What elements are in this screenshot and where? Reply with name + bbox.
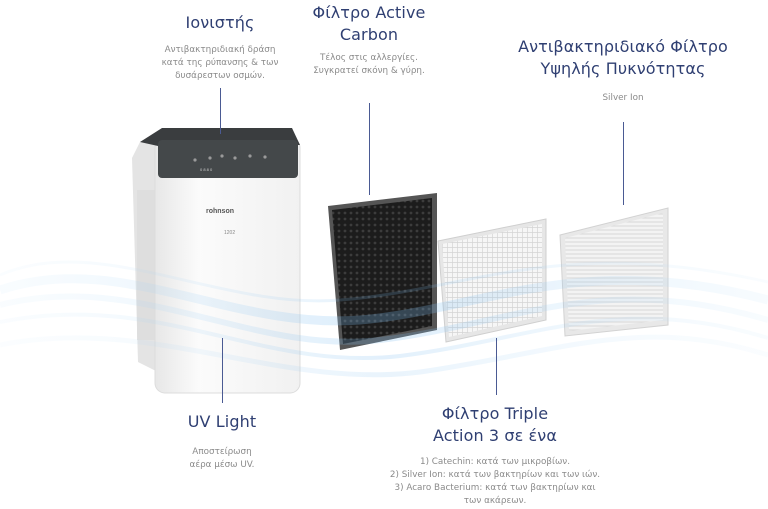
active-carbon-filter [328, 193, 437, 350]
carbon-description: Τέλος στις αλλεργίες. Συγκρατεί σκόνη & … [313, 53, 425, 76]
ionizer-title: Ιονιστής [185, 13, 255, 32]
triple-description: 1) Catechin: κατά των μικροβίων. 2) Silv… [389, 457, 601, 506]
uv-title: UV Light [187, 412, 257, 431]
uv-connector-line [222, 338, 223, 403]
device-model: 1202 [224, 230, 235, 236]
ionizer-connector-line [220, 88, 221, 134]
hepa-connector-line [623, 122, 624, 205]
device-brand: rohnson [206, 208, 234, 215]
airflow-waves [0, 260, 768, 378]
hepa-title: Αντιβακτηριδιακό Φίλτρο Υψηλής Πυκνότητα… [518, 37, 728, 78]
carbon-connector-line [369, 103, 370, 195]
carbon-title: Φίλτρο Active Carbon [312, 3, 426, 44]
triple-title: Φίλτρο Triple Action 3 σε ένα [433, 404, 557, 445]
device-panel-text: 0 8 8 0 [200, 167, 213, 172]
triple-action-filter [437, 218, 547, 343]
uv-description: Αποστείρωση αέρα μέσω UV. [189, 447, 255, 470]
ionizer-description: Αντιβακτηριδιακή δράση κατά της ρύπανσης… [161, 45, 279, 81]
hepa-description: Silver Ion [602, 93, 644, 103]
triple-connector-line [496, 338, 497, 395]
